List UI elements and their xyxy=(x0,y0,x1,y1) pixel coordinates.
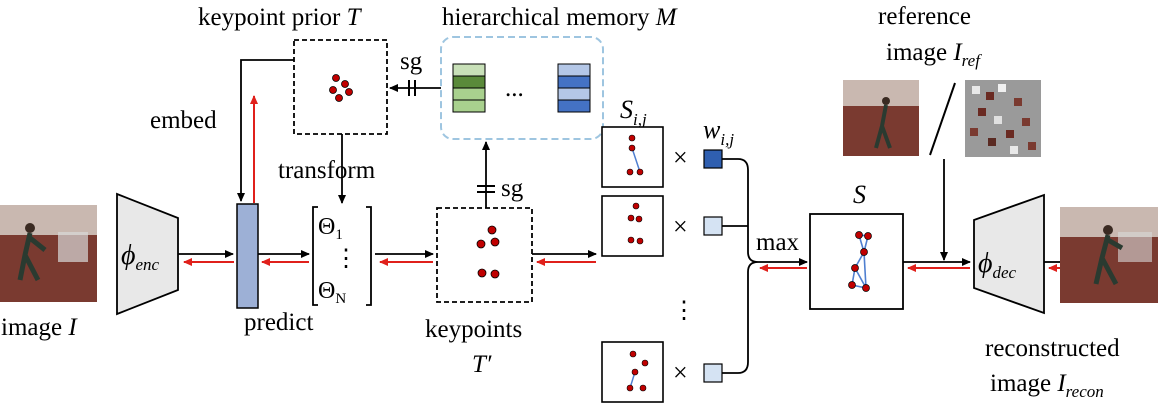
s-ij-box-2 xyxy=(601,195,664,257)
keypoints-sym: T′ xyxy=(472,351,492,378)
theta-vdots: ⋮ xyxy=(334,246,358,272)
memory-box xyxy=(440,36,604,140)
transform-label: transform xyxy=(278,157,376,184)
decoder-trapezoid xyxy=(973,193,1045,315)
memory-green-stack xyxy=(452,63,486,113)
weight-1 xyxy=(703,149,723,169)
keypoints-box xyxy=(436,207,533,303)
theta-bracket xyxy=(312,206,372,306)
reference-masked-image xyxy=(965,80,1041,157)
reference-label-line1: reference xyxy=(878,3,971,30)
s-box xyxy=(809,213,904,310)
phi-enc-label: ϕenc xyxy=(121,240,160,274)
memory-dots: ... xyxy=(505,75,524,102)
times-1: × xyxy=(673,143,688,172)
weight-2 xyxy=(703,216,723,236)
embed-arrow xyxy=(237,59,294,202)
memory-blue-stack xyxy=(557,63,591,113)
theta-1-label: Θ1 xyxy=(318,214,343,243)
recon-label-line1: reconstructed xyxy=(985,335,1120,362)
hier-memory-label: hierarchical memory M xyxy=(442,4,678,31)
s-label: S xyxy=(853,180,866,209)
s-skeleton xyxy=(848,231,872,292)
reference-slash xyxy=(929,82,956,156)
recon-label-line2: image Irecon xyxy=(990,370,1104,401)
keypoints-label: keypoints xyxy=(425,316,522,343)
predict-bar xyxy=(236,203,259,309)
prior-keypoints xyxy=(329,74,353,102)
w-ij-label: wi,j xyxy=(703,115,734,149)
s-ij-vdots: ⋮ xyxy=(672,298,696,324)
phi-dec-label: ϕdec xyxy=(978,248,1017,282)
reference-label-line2: image Iref xyxy=(886,39,982,70)
keypoints-dots xyxy=(476,225,500,279)
max-bracket xyxy=(722,158,759,374)
input-image xyxy=(0,205,97,302)
max-label: max xyxy=(756,229,800,256)
s-ij-box-2-keypoints xyxy=(627,202,644,245)
sg-top-label: sg xyxy=(400,48,423,75)
reconstructed-image xyxy=(1060,207,1158,303)
times-3: × xyxy=(673,358,688,387)
theta-n-label: ΘN xyxy=(318,278,346,307)
image-label: image I xyxy=(1,314,78,341)
predict-label: predict xyxy=(244,309,313,336)
reference-image xyxy=(843,80,919,156)
keypoint-prior-label: keypoint prior T xyxy=(198,4,363,31)
s-ij-box-1-keypoints xyxy=(626,134,644,176)
encoder-trapezoid xyxy=(116,192,179,316)
s-ij-box-3-keypoints xyxy=(626,350,649,392)
weight-3 xyxy=(703,363,723,383)
sg-mid-label: sg xyxy=(501,175,524,202)
embed-label: embed xyxy=(150,107,217,134)
keypoint-prior-box xyxy=(293,39,388,135)
s-ij-label: Si,j xyxy=(620,95,647,129)
times-2: × xyxy=(673,212,688,241)
